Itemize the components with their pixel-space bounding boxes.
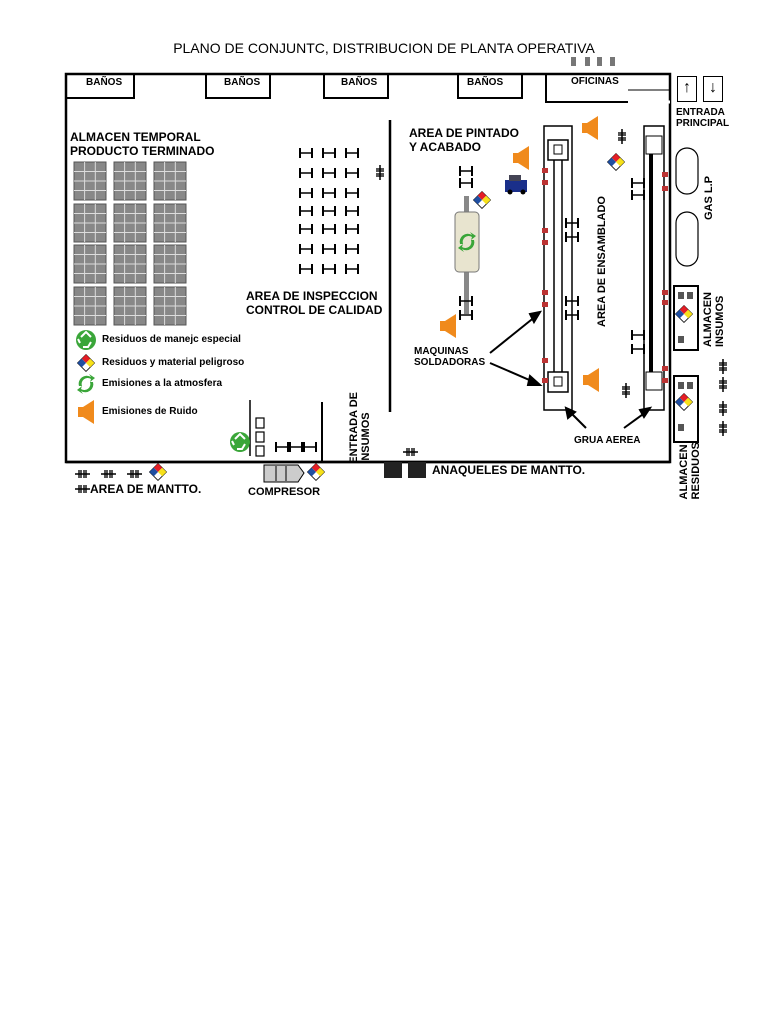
plan-title: PLANO DE CONJUNTC, DISTRIBUCION DE PLANT… xyxy=(173,40,595,56)
assembly-area-label: AREA DE ENSAMBLADO xyxy=(596,196,608,327)
up-arrow-icon: ↑ xyxy=(677,76,697,102)
legend-noise-emissions: Emisiones de Ruido xyxy=(102,406,198,417)
maintenance-area-label: AREA DE MANTTO. xyxy=(90,482,202,496)
bath-label-3: BAÑOS xyxy=(341,77,378,88)
maintenance-shelves-label: ANAQUELES DE MANTTO. xyxy=(432,463,586,477)
bath-rooms xyxy=(65,73,523,99)
offices-label: OFICINAS xyxy=(571,76,619,87)
floor-plan-drawing xyxy=(64,57,728,494)
legend-special-waste: Residuos de manejc especial xyxy=(102,334,241,345)
inspection-tables xyxy=(299,147,359,275)
legend-air-emissions: Emisiones a la atmosfera xyxy=(102,378,223,389)
assembly-lines xyxy=(542,125,668,411)
offices-room xyxy=(545,73,671,103)
bath-label-1: BAÑOS xyxy=(86,77,123,88)
compressor-label: COMPRESOR xyxy=(248,486,321,498)
bath-label-2: BAÑOS xyxy=(224,77,261,88)
gas-label: GAS L.P xyxy=(703,176,715,221)
storage-racks xyxy=(73,161,187,326)
down-arrow-icon: ↓ xyxy=(703,76,723,102)
bath-label-4: BAÑOS xyxy=(467,77,504,88)
compressor-icon xyxy=(263,464,305,483)
forklift-icon xyxy=(505,175,527,195)
overhead-crane-label: GRUA AEREA xyxy=(574,435,641,446)
paint-booth xyxy=(454,165,480,321)
gas-tanks-icon xyxy=(675,147,699,267)
legend-hazardous-waste: Residuos y material peligroso xyxy=(102,357,245,368)
